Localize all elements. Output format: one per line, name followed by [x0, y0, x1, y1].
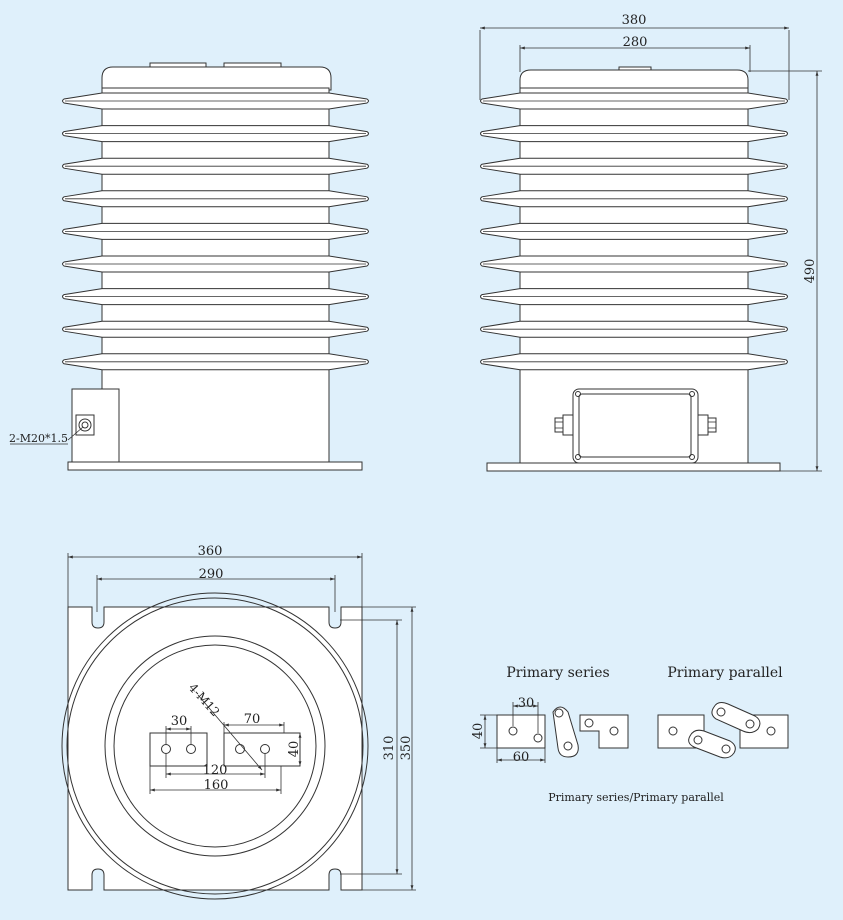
- front-thread-leader: [67, 426, 84, 441]
- dim-120-label: 120: [203, 763, 228, 778]
- parallel-upper-hole-1: [716, 707, 726, 717]
- side-junction-box-inner: [578, 393, 692, 458]
- dim-280: 280: [519, 35, 751, 72]
- dim-310-label: 310: [382, 736, 397, 761]
- bottom-hole-1: [161, 744, 171, 754]
- series-dim-40: 40: [471, 723, 486, 740]
- dim-hole-30: 30: [165, 714, 192, 744]
- series-dim-30: 30: [518, 696, 535, 711]
- side-box-screw-bl: [575, 454, 581, 460]
- dim-290: 290: [96, 567, 336, 612]
- dim-hole-30-label: 30: [171, 714, 188, 729]
- dim-120: 120: [165, 754, 266, 778]
- front-top-cap: [101, 66, 332, 91]
- dim-310: 310: [340, 619, 402, 875]
- bottom-hole-4: [260, 744, 270, 754]
- dim-hole-40-label: 40: [287, 741, 302, 758]
- series-dim-60: 60: [513, 750, 530, 765]
- series-right-plate: [579, 714, 629, 749]
- dim-160: 160: [149, 766, 282, 794]
- side-sheds: [480, 92, 788, 371]
- side-box-screw-tl: [575, 391, 581, 397]
- parallel-lower-hole-1: [693, 735, 703, 745]
- front-cap-plate-right: [223, 62, 282, 68]
- connection-detail: Primary series Primary parallel 30 40: [471, 665, 789, 804]
- dim-490-label: 490: [803, 259, 818, 284]
- dim-hole-70: 70: [223, 712, 285, 733]
- parallel-hole-2: [766, 726, 776, 736]
- parallel-title: Primary parallel: [667, 665, 783, 681]
- side-top-cap: [519, 69, 749, 91]
- bottom-terminal-plate-left: [149, 732, 208, 767]
- bottom-hole-2: [186, 744, 196, 754]
- bottom-outer-ring: [61, 592, 369, 900]
- series-title: Primary series: [506, 665, 609, 681]
- parallel-link-lower: [688, 729, 736, 759]
- dim-hole-70-label: 70: [244, 712, 261, 727]
- series-left-plate-body: [496, 714, 546, 749]
- series-link-hole-1: [554, 708, 564, 718]
- series-link-hole-2: [563, 741, 573, 751]
- dim-350: 350: [362, 606, 416, 891]
- dim-290-label: 290: [199, 567, 224, 582]
- dim-380: 380: [479, 13, 790, 100]
- front-sheds: [62, 92, 369, 371]
- side-box-screw-tr: [689, 391, 695, 397]
- dim-490: 490: [748, 70, 822, 472]
- bottom-base-outline: [67, 606, 363, 891]
- bottom-inner-ring: [104, 635, 326, 857]
- dim-380-label: 380: [622, 13, 647, 28]
- parallel-diagram: [657, 702, 789, 759]
- side-box-screw-br: [689, 454, 695, 460]
- series-hole-3: [584, 718, 594, 728]
- dim-360: 360: [67, 544, 363, 607]
- series-diagram: 30 40 60: [471, 696, 629, 765]
- side-left-gland: [554, 414, 574, 436]
- parallel-lower-hole-2: [721, 744, 731, 754]
- side-cap-plate: [618, 66, 652, 71]
- front-gland-ring: [78, 418, 92, 432]
- bottom-outer-ring-2: [66, 597, 364, 895]
- series-hole-1: [508, 726, 518, 736]
- front-terminal-box: [71, 388, 120, 463]
- front-view: 2-M20*1.5: [9, 62, 369, 471]
- front-thread-label: 2-M20*1.5: [9, 432, 68, 445]
- front-cap-plate-left: [149, 62, 207, 68]
- dim-hole-40: 40: [287, 733, 302, 766]
- parallel-link-upper: [711, 702, 761, 734]
- side-junction-box-outer: [572, 388, 699, 464]
- series-hole-2: [533, 733, 543, 743]
- parallel-hole-1: [668, 726, 678, 736]
- series-hole-4: [609, 726, 619, 736]
- front-base-plate: [67, 461, 363, 471]
- front-core-body: [101, 87, 330, 469]
- dim-280-label: 280: [623, 35, 648, 50]
- bottom-view: 360 290 310 350 30: [61, 544, 416, 900]
- connection-caption: Primary series/Primary parallel: [548, 791, 724, 804]
- side-right-gland: [697, 414, 717, 436]
- side-view: 380 280 490: [479, 13, 822, 472]
- dim-160-label: 160: [204, 778, 229, 793]
- bottom-terminal-plate-right: [223, 732, 301, 767]
- parallel-upper-hole-2: [745, 719, 755, 729]
- dim-350-label: 350: [399, 736, 414, 761]
- bottom-inner-ring-2: [113, 644, 317, 848]
- dim-360-label: 360: [198, 544, 223, 559]
- front-gland-nut: [75, 414, 95, 436]
- front-gland-hole: [81, 421, 89, 429]
- side-base-plate: [486, 462, 781, 472]
